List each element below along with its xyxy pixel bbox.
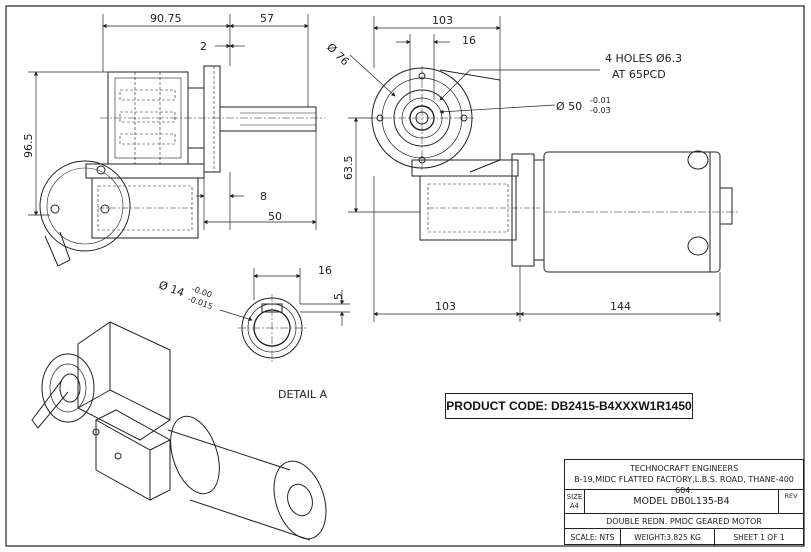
dim-overall-width: 90.75 bbox=[150, 12, 182, 25]
company-name: TECHNOCRAFT ENGINEERS bbox=[629, 464, 739, 473]
sheet-number: SHEET 1 OF 1 bbox=[733, 533, 785, 542]
dim-flange-offset: 57 bbox=[260, 12, 274, 25]
front-view bbox=[370, 66, 740, 273]
dim-bore: Ø 50 bbox=[556, 100, 582, 113]
holes-note-line2: AT 65PCD bbox=[612, 68, 666, 81]
title-block-model-row: SIZE A4 MODEL DB0L135-B4 REV bbox=[565, 490, 803, 514]
title-block: TECHNOCRAFT ENGINEERS B-19,MIDC FLATTED … bbox=[564, 459, 804, 546]
detail-a-label: DETAIL A bbox=[278, 388, 328, 401]
rev-cell: REV bbox=[779, 490, 803, 513]
dim-shaft-length: 50 bbox=[268, 210, 282, 223]
title-block-company-row: TECHNOCRAFT ENGINEERS B-19,MIDC FLATTED … bbox=[565, 460, 803, 495]
weight: WEIGHT:3.825 KG bbox=[634, 533, 701, 542]
rev-label: REV bbox=[784, 492, 798, 500]
company-address: B-19,MIDC FLATTED FACTORY,L.B.S. ROAD, T… bbox=[574, 475, 794, 495]
dim-offset: 16 bbox=[462, 34, 476, 47]
dim-bore-tol-lower: -0.03 bbox=[590, 106, 611, 115]
product-description: DOUBLE REDN. PMDC GEARED MOTOR bbox=[606, 517, 762, 526]
dim-bottom-left: 103 bbox=[435, 300, 456, 313]
side-view-dimensions bbox=[28, 14, 317, 230]
detail-a-view bbox=[238, 294, 306, 362]
dim-center-height: 63.5 bbox=[342, 156, 355, 181]
dim-bore-tol-upper: -0.01 bbox=[590, 96, 611, 105]
weight-cell: WEIGHT:3.825 KG bbox=[621, 529, 715, 546]
dim-shaft-diameter: Ø 14 bbox=[157, 278, 186, 299]
product-code: PRODUCT CODE: DB2415-B4XXXW1R1450 bbox=[446, 399, 692, 413]
holes-note-line1: 4 HOLES Ø6.3 bbox=[605, 52, 682, 65]
side-view bbox=[39, 65, 325, 267]
dim-key-depth: 5 bbox=[332, 293, 345, 300]
dim-gap: 2 bbox=[200, 40, 207, 53]
front-view-dimensions bbox=[348, 16, 721, 322]
title-block-description-row: DOUBLE REDN. PMDC GEARED MOTOR bbox=[565, 514, 803, 529]
size-value: A4 bbox=[569, 501, 580, 510]
dim-height: 96.5 bbox=[22, 134, 35, 159]
model-name: MODEL DB0L135-B4 bbox=[633, 496, 730, 507]
dim-motor-length: 144 bbox=[610, 300, 631, 313]
scale: SCALE: NTS bbox=[570, 533, 615, 542]
size-cell: SIZE A4 bbox=[565, 490, 585, 513]
sheet-border bbox=[5, 5, 805, 547]
dim-top-width: 103 bbox=[432, 14, 453, 27]
scale-cell: SCALE: NTS bbox=[565, 529, 621, 546]
title-block-footer-row: SCALE: NTS WEIGHT:3.825 KG SHEET 1 OF 1 bbox=[565, 529, 803, 546]
detail-a-dimensions bbox=[219, 268, 350, 326]
isometric-view bbox=[31, 321, 327, 541]
dim-shoulder: 8 bbox=[260, 190, 267, 203]
size-label: SIZE bbox=[566, 492, 583, 501]
dim-key-width: 16 bbox=[318, 264, 332, 277]
sheet-cell: SHEET 1 OF 1 bbox=[715, 529, 803, 546]
model-cell: MODEL DB0L135-B4 bbox=[585, 490, 779, 513]
product-code-box: PRODUCT CODE: DB2415-B4XXXW1R1450 bbox=[445, 393, 693, 419]
dim-pcd-diameter: Ø 76 bbox=[324, 41, 352, 69]
